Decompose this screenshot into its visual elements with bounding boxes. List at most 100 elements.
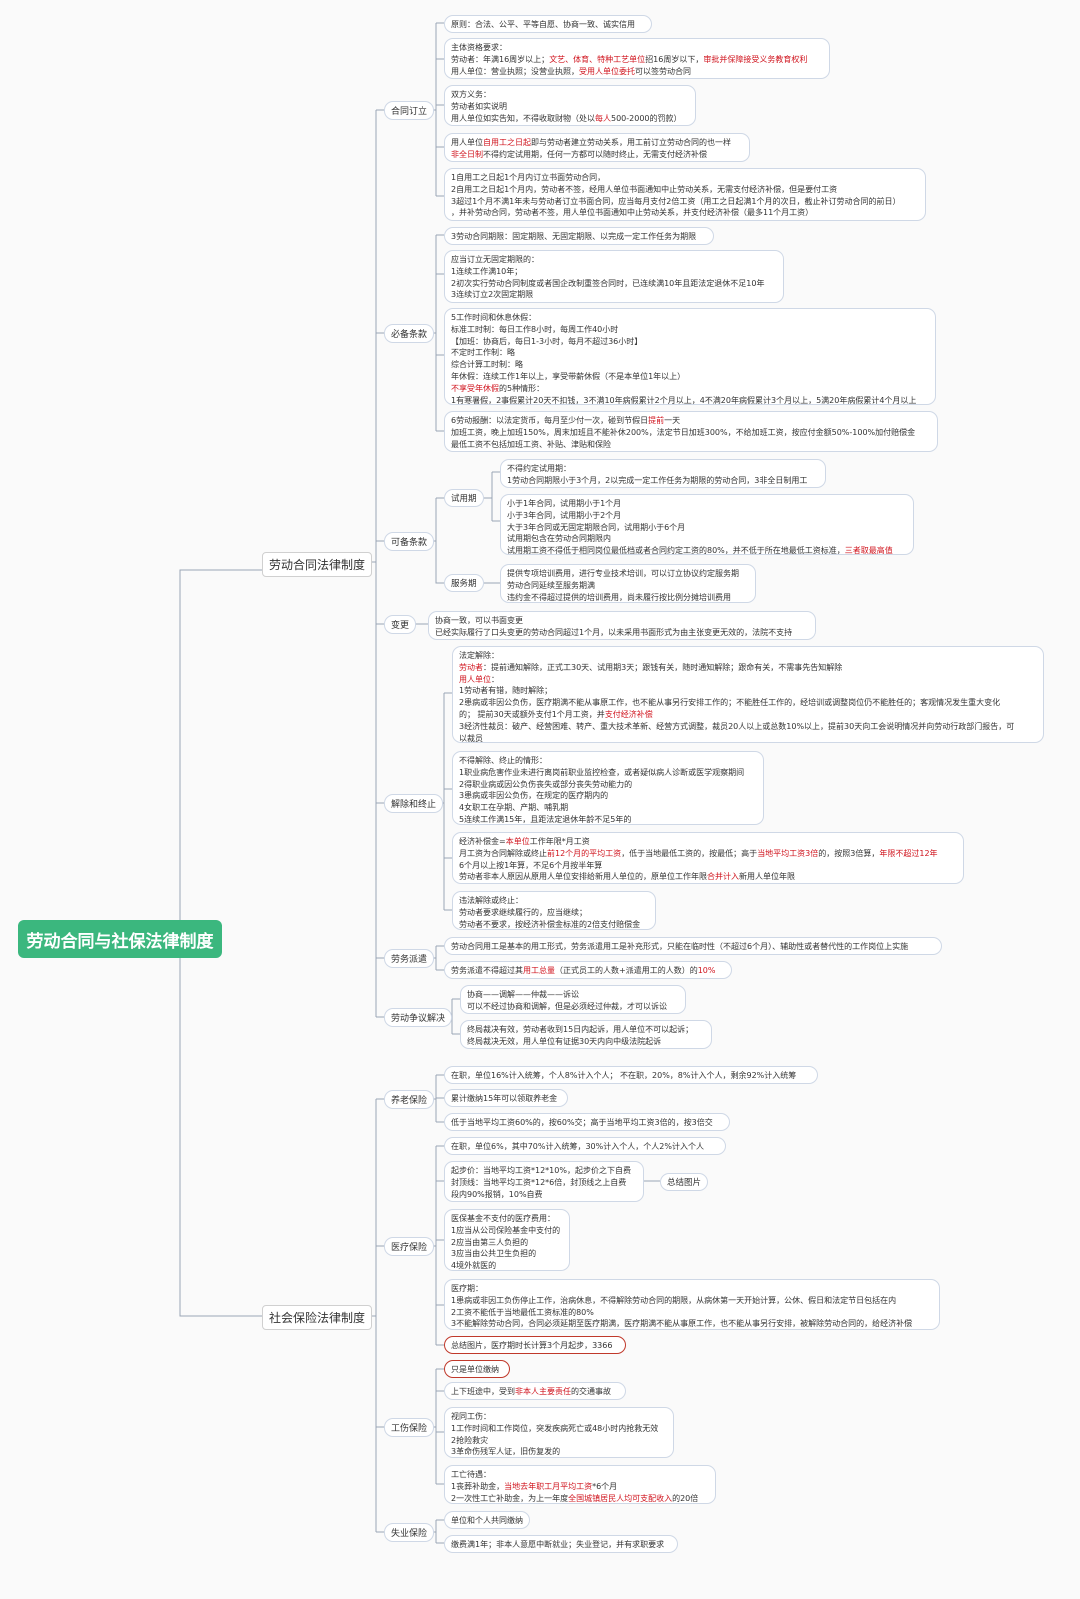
note-mutual-obligations[interactable]: 双方义务：劳动者如实说明用人单位如实告知，不得收取财物（处以每人500-2000…	[444, 85, 696, 126]
note-dispatch-ratio[interactable]: 劳务派遣不得超过其用工总量（正式员工的人数+派遣用工的人数）的10%	[444, 961, 732, 979]
note-text: 3超过1个月不满1年未与劳动者订立书面合同，应当每月支付2倍工资（用工之日起满1…	[451, 196, 901, 206]
note-medical-period[interactable]: 医疗期：1患病或非因工负伤停止工作，治病休息，不得解除劳动合同的期限，从病休第一…	[444, 1279, 940, 1330]
note-text: 的交通事故	[571, 1387, 611, 1396]
topic-medical-insurance[interactable]: 医疗保险	[384, 1237, 435, 1256]
topic-optional-clauses[interactable]: 可备条款	[384, 532, 435, 551]
highlight-text: 用人单位	[459, 674, 491, 684]
note-line: 以裁员	[459, 733, 1037, 742]
note-text: 小于3年合同，试用期小于2个月	[507, 510, 622, 520]
note-text: 在职，单位16%计入统筹，个人8%计入个人； 不在职，20%，8%计入个人，剩余…	[451, 1071, 797, 1080]
note-statutory-termination[interactable]: 法定解除：劳动者：提前通知解除，正式工30天、试用期3天；跟钱有关，随时通知解除…	[452, 646, 1044, 743]
note-commute-accident[interactable]: 上下班途中，受到非本人主要责任的交通事故	[444, 1382, 626, 1400]
note-text: 劳动合同用工是基本的用工形式，劳务派遣用工是补充形式，只能在临时性（不超过6个月…	[451, 942, 909, 951]
note-text: 1自用工之日起1个月内订立书面劳动合同，	[451, 173, 606, 182]
branch-social-insurance[interactable]: 社会保险法律制度	[262, 1305, 373, 1330]
highlight-text: 受用人单位委托	[579, 66, 635, 76]
note-text: 的，按照3倍算，	[818, 848, 880, 858]
note-no-probation[interactable]: 不得约定试用期： 1劳动合同期限小于3个月，2以完成一定工作任务为期限的劳动合同，…	[500, 459, 826, 488]
note-line: 低于当地平均工资60%的，按60%交；高于当地平均工资3倍的，按3倍交	[451, 1117, 723, 1129]
note-probation-length[interactable]: 小于1年合同，试用期小于1个月小于3年合同，试用期小于2个月大于3年合同或无固定…	[500, 494, 914, 555]
highlight-text: 三者取最高值	[844, 546, 893, 555]
note-medical-contribution[interactable]: 在职，单位6%，其中70%计入统筹，30%计入个人，个人2%计入个人	[444, 1137, 726, 1155]
note-pension-15-years[interactable]: 累计缴纳15年可以领取养老金	[444, 1089, 568, 1107]
note-text: 不定时工作制：略	[451, 348, 515, 358]
topic-labor-dispute[interactable]: 劳动争议解决	[384, 1008, 453, 1027]
note-unemployment-conditions[interactable]: 缴费满1年；非本人意愿中断就业；失业登记，并有求职要求	[444, 1535, 678, 1553]
note-subject-qualification[interactable]: 主体资格要求：劳动者：年满16周岁以上；文艺、体育、特种工艺单位招16周岁以下，…	[444, 38, 830, 79]
topic-unemployment-insurance[interactable]: 失业保险	[384, 1523, 435, 1542]
note-line: 2一次性工亡补助金，为上一年度全国城镇居民人均可支配收入的20倍	[451, 1493, 709, 1503]
note-line: 3超过1个月不满1年未与劳动者订立书面合同，应当每月支付2倍工资（用工之日起满1…	[451, 196, 919, 208]
highlight-text: 用工总量	[523, 966, 555, 975]
branch-labor-contract[interactable]: 劳动合同法律制度	[262, 552, 373, 577]
note-text: 1丧葬补助金，	[451, 1481, 505, 1491]
note-text: 2应当由第三人负担的	[451, 1237, 529, 1247]
note-medical-deductible[interactable]: 起步价：当地平均工资*12*10%，起步价之下自费封顶线：当地平均工资*12*6…	[444, 1161, 644, 1202]
note-pension-contribution[interactable]: 在职，单位16%计入统筹，个人8%计入个人； 不在职，20%，8%计入个人，剩余…	[444, 1066, 818, 1084]
note-final-ruling[interactable]: 终局裁决有效，劳动者收到15日内起诉，用人单位不可以起诉；终局裁决无效，用人单位…	[460, 1020, 712, 1049]
note-principles[interactable]: 原则：合法、公平、平等自愿、协商一致、诚实信用	[444, 15, 652, 33]
note-employer-only[interactable]: 只是单位缴纳	[444, 1360, 510, 1378]
topic-injury-insurance[interactable]: 工伤保险	[384, 1418, 435, 1437]
note-dispatch-form[interactable]: 劳动合同用工是基本的用工形式，劳务派遣用工是补充形式，只能在临时性（不超过6个月…	[444, 937, 942, 955]
note-text: 1应当从公司保险基金中支付的	[451, 1225, 561, 1235]
note-economic-compensation[interactable]: 经济补偿金=本单位工作年限*月工资月工资为合同解除或终止前12个月的平均工资，低…	[452, 832, 964, 884]
topic-pension-insurance[interactable]: 养老保险	[384, 1090, 435, 1109]
topic-termination[interactable]: 解除和终止	[384, 794, 444, 813]
note-service-period[interactable]: 提供专项培训费用，进行专业技术培训，可以订立协议约定服务期劳动合同延续至服务期满…	[500, 564, 756, 603]
note-pension-base[interactable]: 低于当地平均工资60%的，按60%交；高于当地平均工资3倍的，按3倍交	[444, 1113, 730, 1131]
topic-labor-dispatch[interactable]: 劳务派遣	[384, 949, 435, 968]
note-dispute-procedure[interactable]: 协商——调解——仲裁——诉讼可以不经过协商和调解，但是必须经过仲裁，才可以诉讼	[460, 985, 686, 1014]
note-text: ：提前通知解除，正式工30天、试用期3天；跟钱有关，随时通知解除；跟命有关，不需…	[483, 662, 843, 672]
topic-required-clauses[interactable]: 必备条款	[384, 324, 435, 343]
note-line: 1劳动者有错，随时解除；	[459, 685, 1037, 697]
note-text: 不得约定试用期：	[507, 464, 571, 473]
note-working-hours[interactable]: 5工作时间和休息休假：标准工时制：每日工作8小时，每周工作40小时【加班：协商后…	[444, 308, 936, 405]
note-text: 主体资格要求：	[451, 43, 507, 52]
highlight-text: 审批并保障接受义务教育权利	[703, 54, 808, 64]
note-contract-term[interactable]: 3劳动合同期限：固定期限、无固定期限、以完成一定工作任务为期限	[444, 227, 714, 245]
note-text: 工亡待遇：	[451, 1470, 491, 1479]
note-text: 即与劳动者建立劳动关系，用工前订立劳动合同的也一样	[531, 138, 731, 147]
note-line: 协商一致，可以书面变更	[435, 615, 809, 627]
note-line: 1劳动合同期限小于3个月，2以完成一定工作任务为期限的劳动合同，3非全日制用工	[507, 475, 819, 487]
note-text: 医保基金不支付的医疗费用：	[451, 1214, 555, 1223]
note-unemployment-contribution[interactable]: 单位和个人共同缴纳	[444, 1511, 530, 1529]
topic-probation[interactable]: 试用期	[444, 489, 484, 507]
root-topic[interactable]: 劳动合同与社保法律制度	[18, 920, 222, 958]
note-text: 不得约定试用期，任何一方都可以随时终止，无需支付经济补偿	[483, 149, 707, 159]
note-medical-exclusions[interactable]: 医保基金不支付的医疗费用： 1应当从公司保险基金中支付的 2应当由第三人负担的 3应当…	[444, 1209, 570, 1271]
note-text: 终局裁决有效，劳动者收到15日内起诉，用人单位不可以起诉；	[467, 1025, 694, 1034]
note-text: 2抢险救灾	[451, 1435, 489, 1445]
topic-change[interactable]: 变更	[384, 615, 417, 634]
note-remuneration[interactable]: 6劳动报酬：以法定货币，每月至少付一次，碰到节假日提前一天加班工资，晚上加班15…	[444, 411, 938, 452]
note-text: 总结图片，医疗期时长计算3个月起步，3366	[451, 1341, 613, 1350]
summary-picture-node[interactable]: 总结图片	[660, 1173, 709, 1191]
note-line: ，并补劳动合同，劳动者不签，用人单位书面通知中止劳动关系，并支付经济补偿（最多1…	[451, 207, 919, 219]
note-contract-change[interactable]: 协商一致，可以书面变更已经实际履行了口头变更的劳动合同超过1个月，以未采用书面形…	[428, 611, 816, 640]
note-text: 2患病或非因公负伤，医疗期满不能从事原工作，也不能从事另行安排工作的；不能胜任工…	[459, 698, 1001, 708]
note-line: 标准工时制：每日工作8小时，每周工作40小时	[451, 324, 929, 336]
note-text: 医疗期：	[451, 1284, 483, 1293]
note-line: 【加班：协商后，每日1-3小时，每月不超过36小时】	[451, 336, 929, 348]
note-text: 协商一致，可以书面变更	[435, 616, 523, 625]
note-employment-relation[interactable]: 用人单位自用工之日起即与劳动者建立劳动关系，用工前订立劳动合同的也一样非全日制不…	[444, 133, 750, 162]
note-illegal-termination[interactable]: 违法解除或终止：劳动者要求继续履行的，应当继续；劳动者不要求，按经济补偿金标准的…	[452, 891, 656, 930]
topic-contract-signing[interactable]: 合同订立	[384, 101, 435, 120]
note-line: 原则：合法、公平、平等自愿、协商一致、诚实信用	[451, 19, 645, 31]
note-text: 段内90%报销，10%自费	[451, 1189, 543, 1199]
note-text: 3应当由公共卫生负担的	[451, 1249, 537, 1259]
note-text: 3不能解除劳动合同，合同必须延期至医疗期满，医疗期满不能从事原工作，也不能从事另…	[451, 1319, 913, 1329]
note-medical-period-summary[interactable]: 总结图片，医疗期时长计算3个月起步，3366	[444, 1336, 626, 1354]
note-text: 用人单位如实告知，不得收取财物（处以	[451, 113, 595, 123]
note-line: 劳动者：提前通知解除，正式工30天、试用期3天；跟钱有关，随时通知解除；跟命有关…	[459, 662, 1037, 674]
note-open-ended-contract[interactable]: 应当订立无固定期限的：1连续工作满10年；2初次实行劳动合同制度或者国企改制重签…	[444, 250, 784, 303]
note-line: 用人单位：营业执照；没营业执照，受用人单位委托可以签劳动合同	[451, 66, 823, 78]
note-text: 上下班途中，受到	[451, 1387, 515, 1396]
topic-service-period[interactable]: 服务期	[444, 574, 484, 592]
note-line: 总结图片，医疗期时长计算3个月起步，3366	[451, 1340, 619, 1352]
note-no-termination[interactable]: 不得解除、终止的情形：1职业病危害作业未进行离岗前职业监控检查，或者疑似病人诊断…	[452, 751, 764, 825]
note-written-contract[interactable]: 1自用工之日起1个月内订立书面劳动合同，2自用工之日起1个月内，劳动者不签，经用…	[444, 168, 926, 221]
